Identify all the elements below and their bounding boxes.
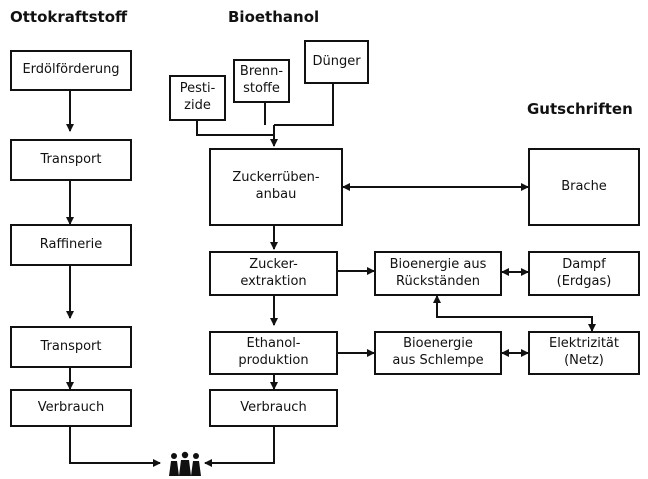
line-pesticides bbox=[196, 121, 274, 136]
box-zuckerruebenanbau: Zuckerrüben- anbau bbox=[209, 148, 343, 226]
box-transport-2: Transport bbox=[10, 326, 132, 368]
box-brennstoffe: Brenn- stoffe bbox=[233, 59, 290, 103]
box-dampf-erdgas: Dampf (Erdgas) bbox=[528, 251, 640, 296]
header-gutschriften: Gutschriften bbox=[527, 100, 633, 118]
box-zuckerextraktion: Zucker- extraktion bbox=[209, 251, 338, 296]
box-raffinerie: Raffinerie bbox=[10, 224, 132, 266]
header-bioethanol: Bioethanol bbox=[228, 8, 320, 26]
consumers-icon bbox=[169, 451, 201, 476]
arrow-electricity-residues bbox=[433, 295, 596, 332]
box-pestizide: Pesti- zide bbox=[169, 75, 226, 121]
arrow-bio-to-people bbox=[204, 427, 275, 467]
box-duenger: Dünger bbox=[304, 40, 369, 84]
arrow-otto-to-people bbox=[69, 427, 161, 467]
box-bioenergie-schlempe: Bioenergie aus Schlempe bbox=[374, 331, 502, 375]
line-fertilizer bbox=[274, 84, 334, 126]
box-brache: Brache bbox=[528, 148, 640, 226]
box-verbrauch-otto: Verbrauch bbox=[10, 389, 132, 427]
header-ottokraftstoff: Ottokraftstoff bbox=[10, 8, 128, 26]
box-transport-1: Transport bbox=[10, 139, 132, 181]
box-bioenergie-rueckstaende: Bioenergie aus Rückständen bbox=[374, 251, 502, 296]
box-ethanolproduktion: Ethanol- produktion bbox=[209, 331, 338, 375]
box-erdoelfoerderung: Erdölförderung bbox=[10, 50, 132, 91]
box-elektrizitaet-netz: Elektrizität (Netz) bbox=[528, 331, 640, 375]
box-verbrauch-bio: Verbrauch bbox=[209, 389, 338, 427]
